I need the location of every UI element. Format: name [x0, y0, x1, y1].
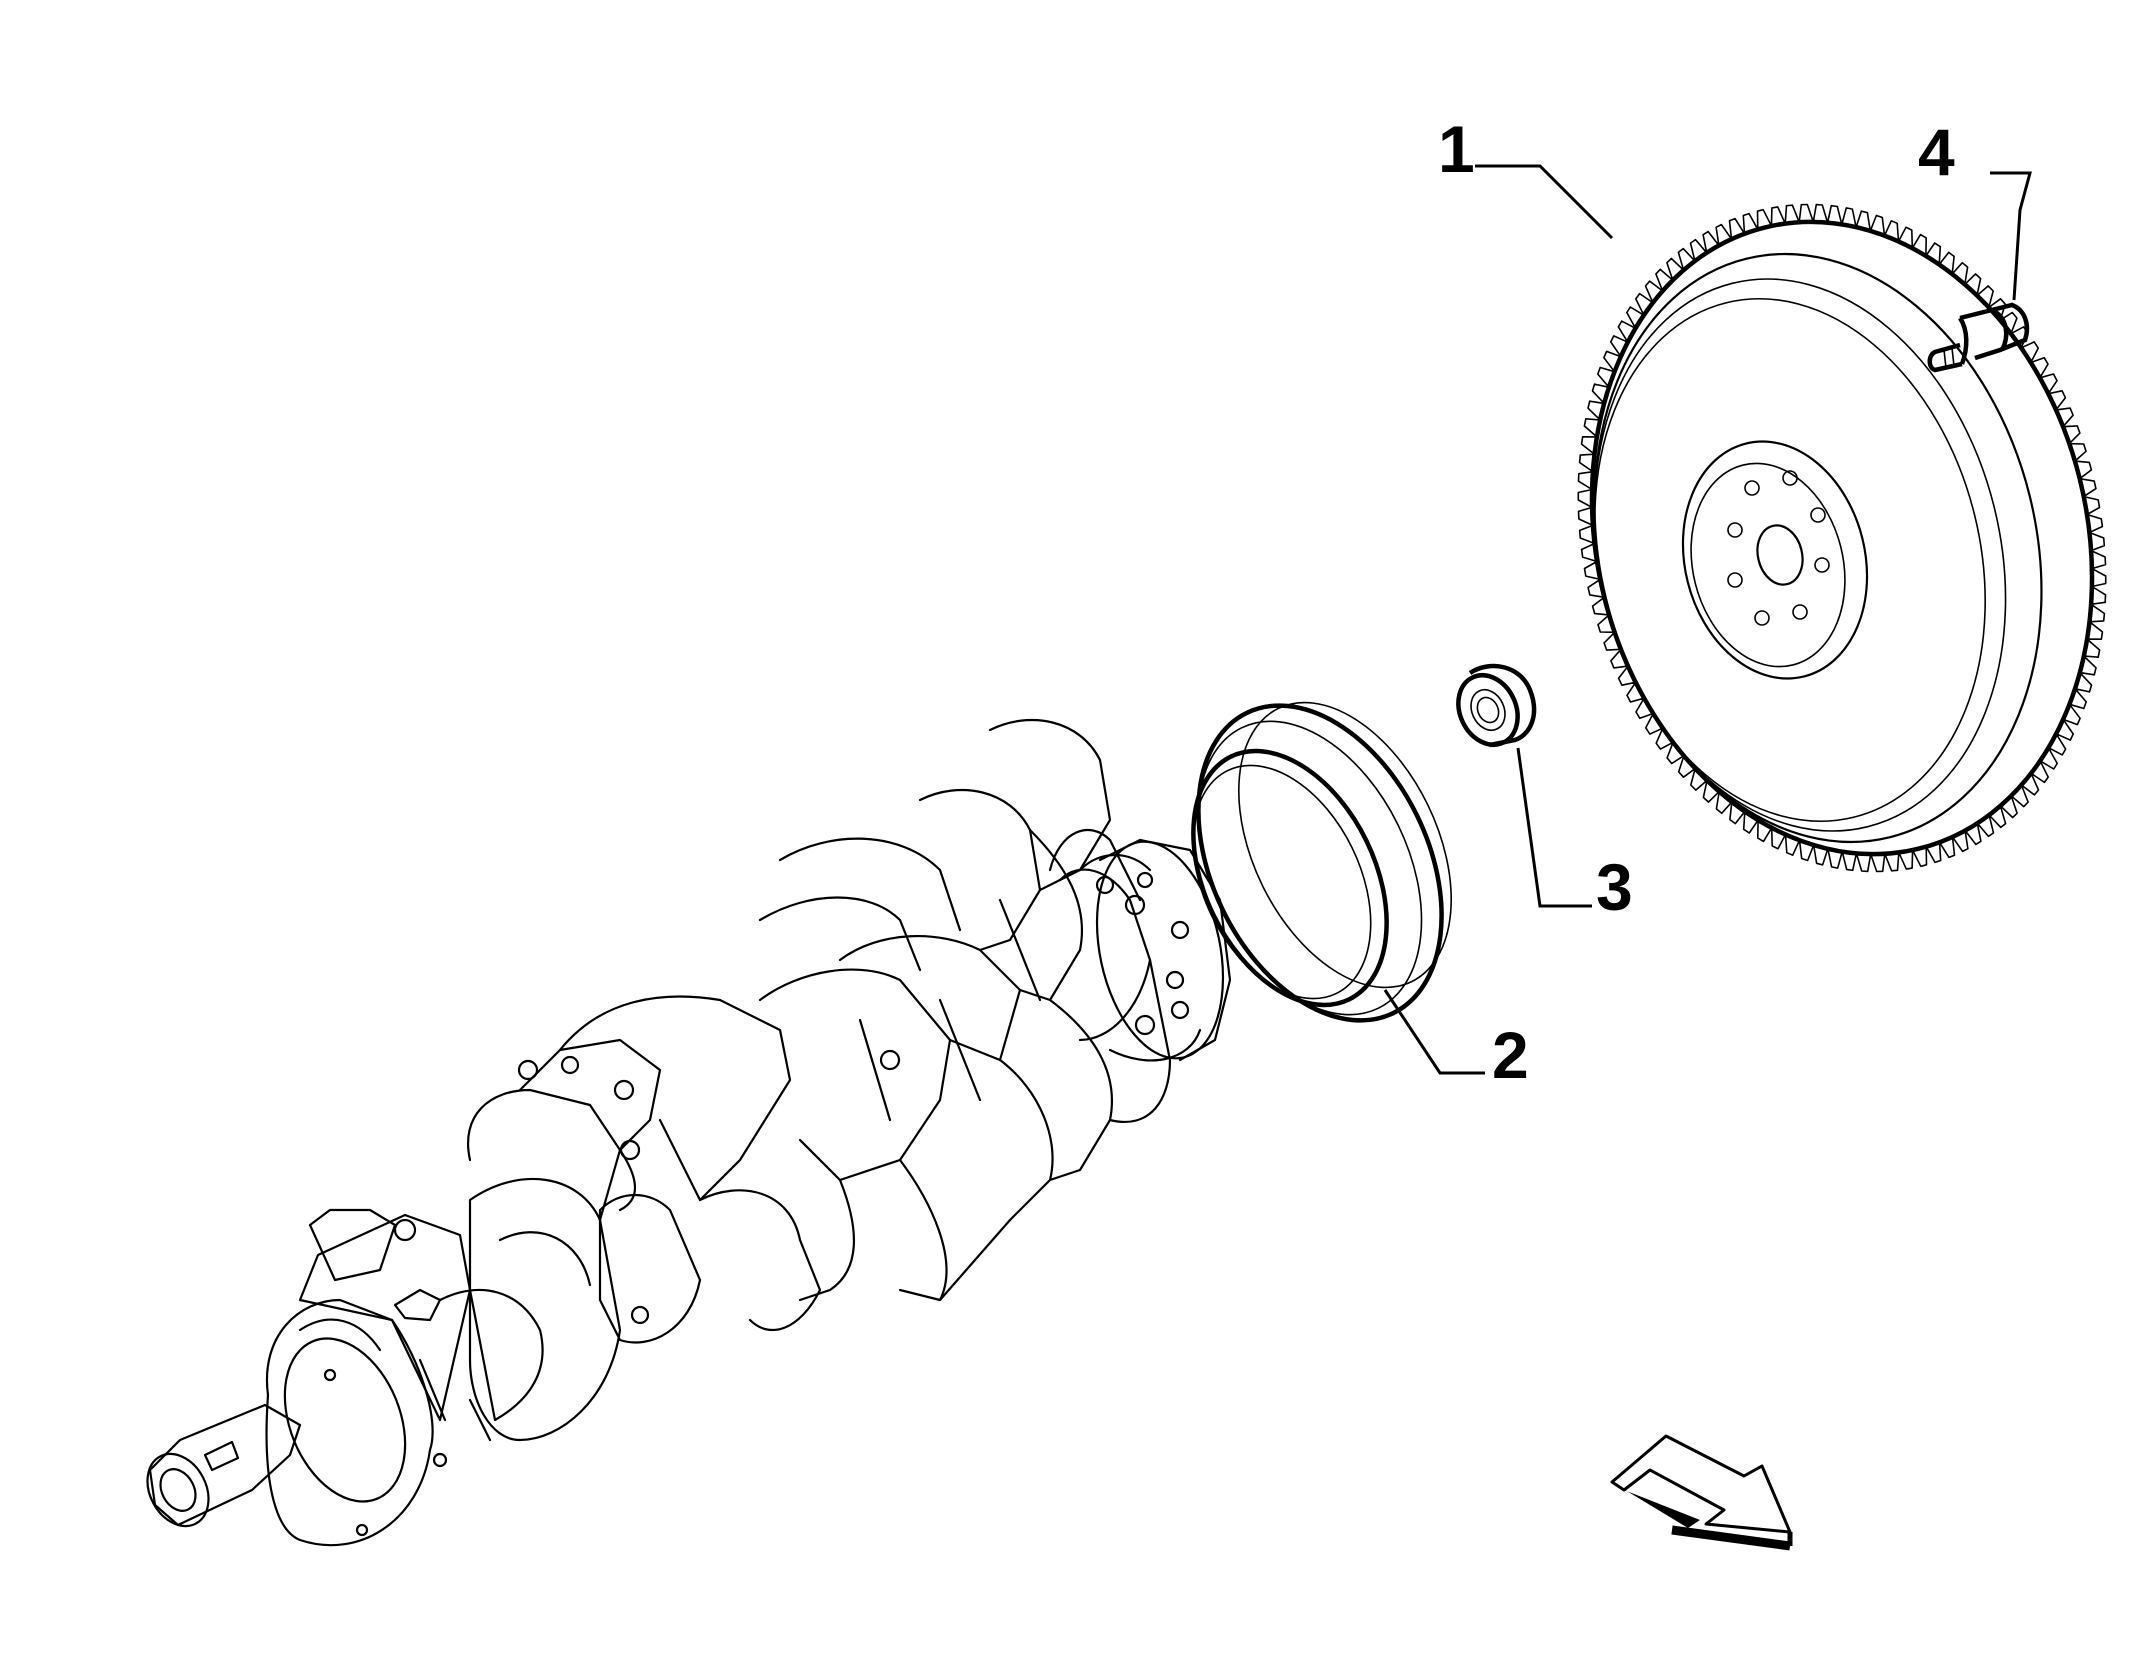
flywheel-with-ring-gear [1577, 203, 2107, 873]
callout-2[interactable]: 2 [1492, 1018, 1529, 1092]
callout-3[interactable]: 3 [1596, 850, 1633, 924]
pilot-bearing [1456, 663, 1537, 748]
direction-arrow-icon [1610, 1434, 1793, 1551]
leader-line-2 [1383, 989, 1485, 1075]
callout-4[interactable]: 4 [1918, 115, 1955, 189]
flywheel-bolt [1927, 302, 2030, 373]
leader-line-1 [1475, 164, 1614, 240]
crankshaft-drawing [146, 718, 1232, 1547]
crankshaft-rear-oil-seal [1191, 701, 1452, 1023]
leader-line-3 [1516, 747, 1592, 908]
callout-1[interactable]: 1 [1438, 112, 1475, 186]
leader-line-4 [1990, 171, 2032, 301]
